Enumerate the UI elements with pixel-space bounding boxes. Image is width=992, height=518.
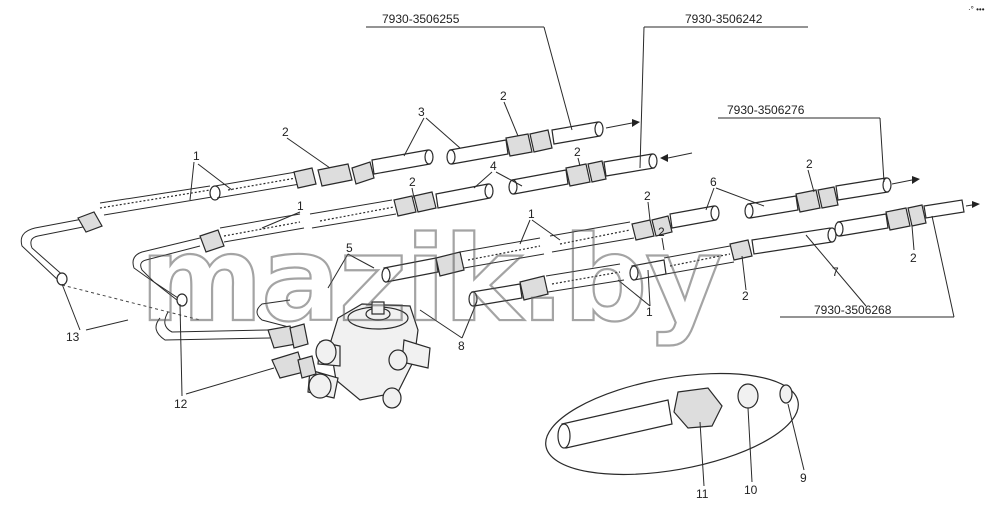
callout-10: 10 xyxy=(744,483,758,497)
callout-1: 1 xyxy=(193,149,200,163)
nut-11 xyxy=(673,387,723,429)
callout-1: 1 xyxy=(297,199,304,213)
callout-9: 9 xyxy=(800,471,807,485)
callout-labels: 1 1 1 1 2 2 2 2 2 2 2 2 2 3 4 5 6 7 8 9 … xyxy=(66,89,917,501)
callout-4: 4 xyxy=(490,159,497,173)
callout-2: 2 xyxy=(282,125,289,139)
callout-2: 2 xyxy=(910,251,917,265)
callout-11: 11 xyxy=(696,487,709,501)
sleeve-10 xyxy=(737,383,759,409)
part-number-label: 7930-3506268 xyxy=(814,303,892,317)
part-number-label: 7930-3506276 xyxy=(727,103,805,117)
callout-5: 5 xyxy=(346,241,353,255)
callout-2: 2 xyxy=(644,189,651,203)
callout-3: 3 xyxy=(418,105,425,119)
callout-1: 1 xyxy=(528,207,535,221)
callout-2: 2 xyxy=(409,175,416,189)
tube-4-upper xyxy=(508,152,693,195)
tube-13 xyxy=(20,217,201,321)
callout-2: 2 xyxy=(574,145,581,159)
tube-7 xyxy=(834,199,980,237)
tube-6 xyxy=(744,176,920,219)
watermark: mazik.by xyxy=(140,210,720,348)
valve-body xyxy=(267,301,431,409)
ring-9 xyxy=(779,384,793,404)
part-number-label: 7930-3506255 xyxy=(382,12,460,26)
hose-1-middle xyxy=(199,183,494,253)
fitting-2-top xyxy=(505,119,640,157)
leader-lines xyxy=(61,26,955,487)
hose-1-upper xyxy=(214,161,375,199)
detail-inset xyxy=(545,372,799,476)
tube-3 xyxy=(371,139,509,175)
callout-7: 7 xyxy=(832,265,839,279)
tube-12 xyxy=(132,237,301,341)
callout-8: 8 xyxy=(458,339,465,353)
callout-13: 13 xyxy=(66,330,80,344)
corner-mark: ·° ••• xyxy=(968,5,985,14)
callout-12: 12 xyxy=(174,397,188,411)
callout-2: 2 xyxy=(806,157,813,171)
hose-1-bottom xyxy=(468,227,837,307)
hose-1-lower xyxy=(381,205,720,283)
callout-6: 6 xyxy=(710,175,717,189)
part-number-labels: 7930-3506255 7930-3506242 7930-3506276 7… xyxy=(382,12,892,317)
callout-2: 2 xyxy=(742,289,749,303)
part-number-label: 7930-3506242 xyxy=(685,12,763,26)
callout-2: 2 xyxy=(500,89,507,103)
callout-1: 1 xyxy=(646,305,653,319)
hose-1-top xyxy=(77,185,221,233)
callout-2: 2 xyxy=(658,225,665,239)
